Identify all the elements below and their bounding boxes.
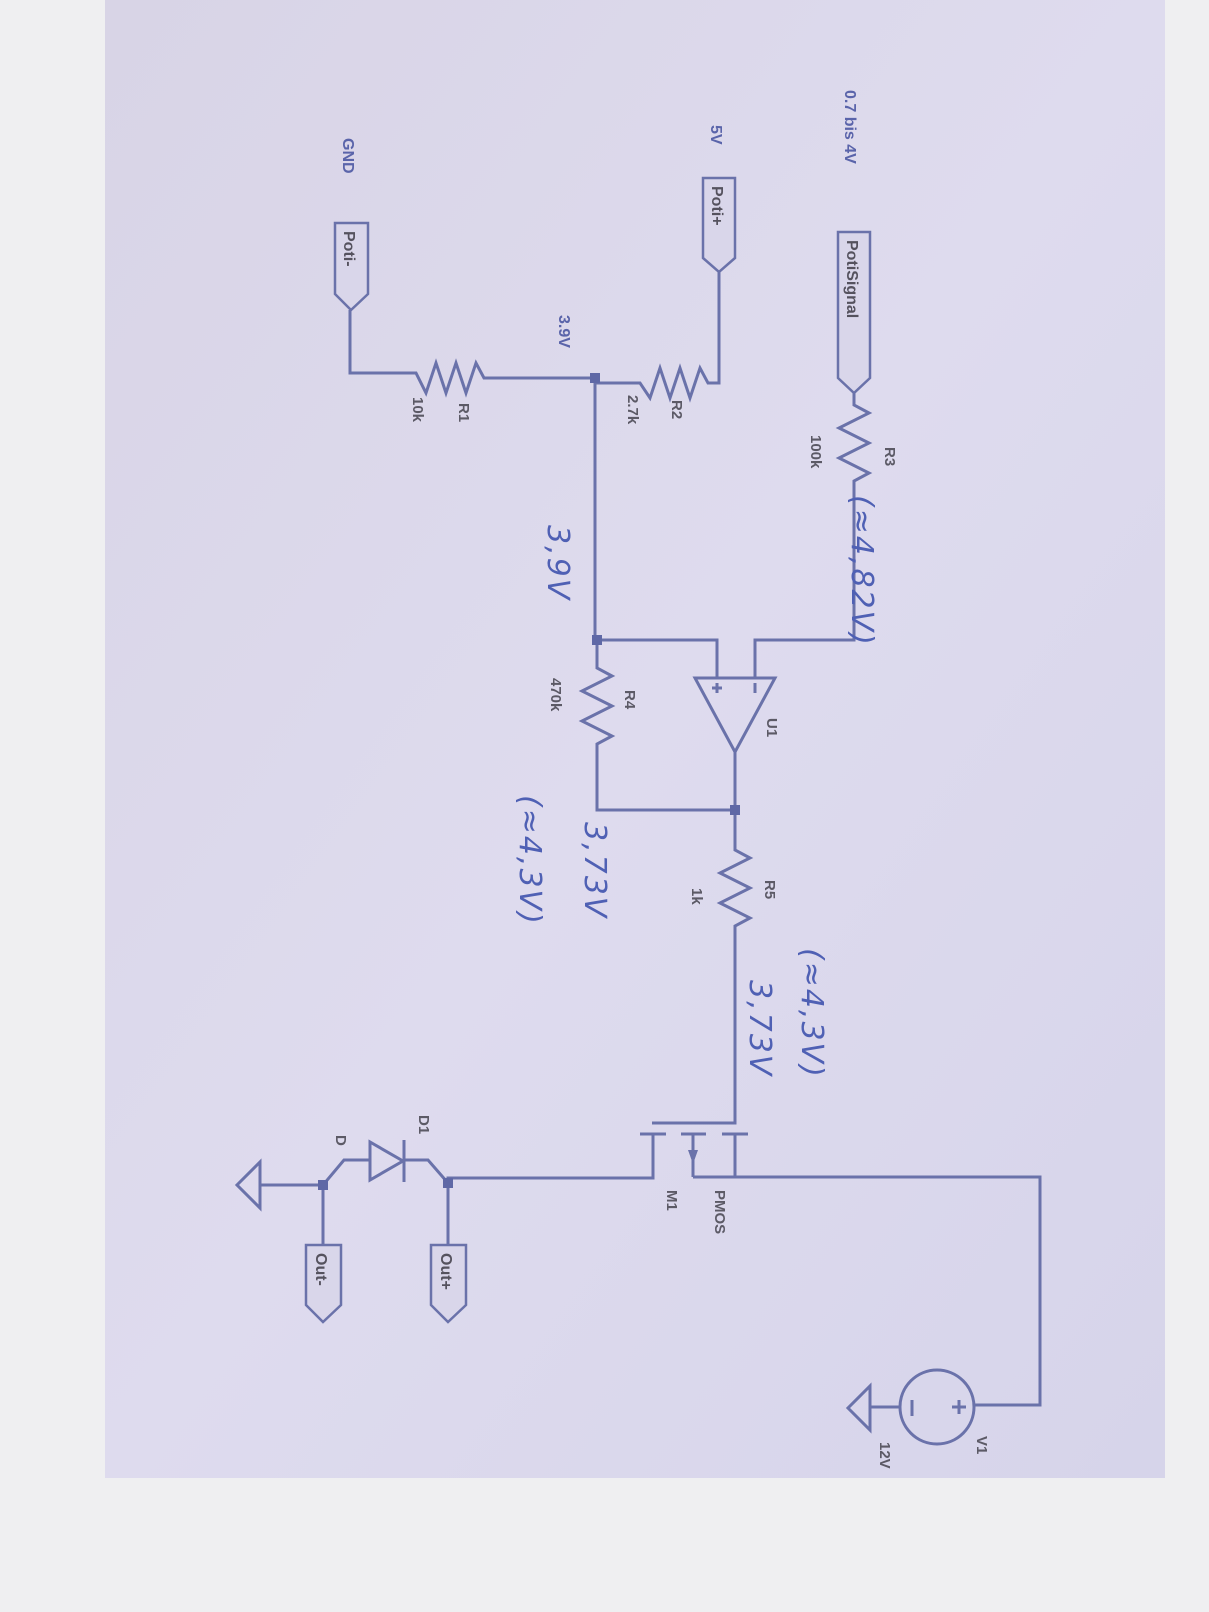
r3-name: R3 [881,447,898,466]
ground-icon [845,1382,872,1434]
m1-type: PMOS [711,1190,728,1234]
flag-potisignal-label: PotiSignal [843,240,860,318]
r5-value: 1k [688,888,705,905]
u1-name: U1 [763,718,780,737]
r1-value: 10k [409,397,426,423]
flag-poti-minus-label: Poti- [340,231,357,267]
paper-sheet [105,0,1165,1478]
handwritten-opamp-out-note: 3,73V [577,822,612,920]
handwritten-gate-note: 3,73V [742,980,777,1078]
net-label-potisignal-range: 0.7 bis 4V [841,90,858,164]
flag-poti-minus [333,221,370,312]
junction-out-plus [443,1178,453,1188]
handwritten-gate-alt-note: (≈4,3V) [794,948,829,1079]
junction-out-minus [318,1180,328,1190]
wires [260,272,1042,1409]
d1-value: D [332,1135,349,1146]
flag-out-plus [429,1243,468,1324]
pmos-m1-symbol [640,1132,748,1177]
handwritten-opamp-out-alt-note: (≈4,3V) [512,795,547,926]
junction-divider [590,373,600,383]
net-label-gnd: GND [339,138,356,174]
v1-name: V1 [973,1436,990,1454]
junction-noninverting [592,635,602,645]
d1-name: D1 [415,1115,432,1134]
r4-value: 470k [547,678,564,712]
r2-value: 2.7k [624,395,641,425]
voltage-source-v1 [898,1368,976,1446]
r1-name: R1 [455,403,472,422]
handwritten-divider-note: 3,9V [540,525,575,602]
junction-opamp-output [730,805,740,815]
diode-d1-symbol [368,1139,407,1183]
r3-value: 100k [807,435,824,469]
flag-out-minus-label: Out- [312,1253,329,1286]
v1-value: 12V [876,1442,893,1469]
r5-name: R5 [761,880,778,899]
net-label-divider-voltage: 3.9V [555,315,572,348]
handwritten-r3-note: (≈4,82V) [844,495,879,647]
r2-name: R2 [668,400,685,419]
flag-potisignal [836,230,872,395]
flag-out-minus [304,1243,343,1324]
net-label-5v: 5V [707,125,724,145]
m1-name: M1 [663,1190,680,1211]
flag-poti-plus [701,176,737,274]
opamp-u1-symbol [692,676,778,756]
r4-name: R4 [621,690,638,710]
ground-icon [234,1158,262,1212]
flag-poti-plus-label: Poti+ [708,186,725,226]
flag-out-plus-label: Out+ [437,1253,454,1290]
